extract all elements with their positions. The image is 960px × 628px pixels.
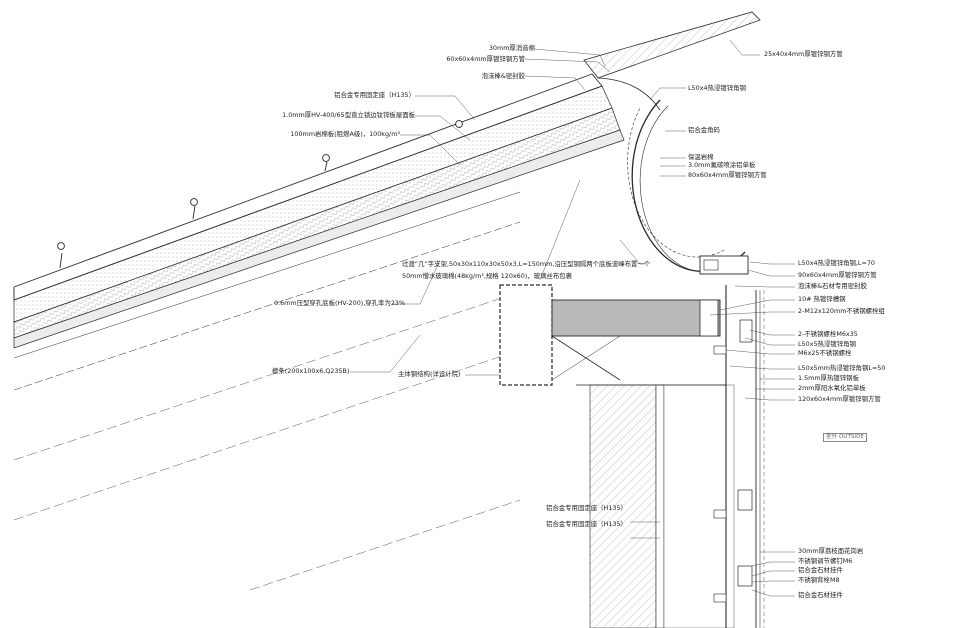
label-glass-wool: 50mm憎水玻璃棉(48kg/m³,规格 120x60)，玻璃丝布包裹	[402, 272, 573, 280]
label-steel-tube-120: 120x60x4mm厚镀锌钢方管	[798, 395, 881, 403]
label-foam-sealant: 泡沫棒&密封胶	[481, 72, 525, 80]
label-titanium-zinc-panel: 1.0mm厚HV-400/65型直立锁边钛锌板屋面板	[282, 111, 415, 119]
label-channel-steel: 10# 热镀锌槽钢	[798, 295, 846, 303]
label-stone-sealant: 泡沫棒&石材专用密封胶	[798, 282, 867, 290]
leader-lines	[350, 39, 795, 597]
label-fixing-seat-1: 铝合金专用固定座（H135）	[546, 504, 627, 512]
label-stone-hanger-1: 铝合金石材挂件	[798, 566, 843, 574]
label-steel-tube-60: 60x60x4mm厚镀锌钢方管	[446, 55, 525, 63]
label-angle-l50x5: L50x5热浸镀锌角钢	[798, 340, 856, 348]
label-bolt-m12: 2-M12x120mm不锈钢螺栓组	[798, 307, 885, 315]
label-rock-wool: 100mm岩棉板(阻燃A级)，100kg/m³	[290, 130, 400, 138]
standing-seams	[57, 120, 463, 269]
perforated-base-layer	[13, 129, 625, 349]
eave-curve	[583, 11, 761, 275]
outside-tag: 室外 OUTSIDE	[823, 433, 867, 442]
label-angle-l50: L50x5mm热浸镀锌角钢L=50	[798, 364, 886, 372]
label-granite: 30mm厚荔枝面花岗岩	[798, 547, 864, 555]
label-fixing-seat-2: 铝合金专用固定座（H135）	[546, 520, 627, 528]
label-back-bolt: 不锈钢背栓M8	[798, 576, 840, 584]
label-anodized-panel: 2mm厚阳水氧化铝单板	[798, 384, 866, 392]
label-fixing-seat-top: 铝合金专用固定座（H135）	[334, 91, 415, 99]
label-angle-l50x4: L50x4热浸镀锌角钢	[688, 84, 746, 92]
label-galvanized-plate: 1.5mm厚热镀锌钢板	[798, 374, 859, 382]
label-aluminum-panel-3mm: 3.0mm氟碳喷涂铝单板	[688, 161, 756, 169]
label-stone-hanger-2: 铝合金石材挂件	[798, 591, 843, 599]
label-main-steel: 主体钢结构(详设计院)	[398, 370, 461, 378]
roof-assembly	[13, 73, 625, 591]
label-sound-absorbing-cotton: 30mm厚消音棉	[488, 44, 535, 52]
wall-section	[576, 285, 765, 628]
label-transition-bracket: 过渡“几”字支架,50x30x110x30x50x3,L=150mm,沿压型钢隔…	[402, 260, 651, 268]
label-steel-tube-80: 80x60x4mm厚镀锌钢方管	[688, 171, 767, 179]
label-insulation-wool: 保温岩棉	[688, 153, 714, 161]
main-steel-structure	[499, 284, 721, 386]
label-aluminum-corner: 铝合金角码	[688, 126, 720, 134]
label-steel-tube-90: 90x60x4mm厚镀锌钢方管	[798, 271, 877, 279]
label-adjusting-screw: 不锈钢调节螺钉M6	[798, 557, 853, 565]
label-bolt-m6x35: 2-不锈钢螺栓M6x35	[798, 330, 858, 338]
label-angle-l70: L50x4热浸镀锌角钢,L=70	[798, 259, 875, 267]
label-steel-tube-25: 25x40x4mm厚镀锌钢方管	[764, 50, 843, 58]
label-purlin: 檩条(200x100x6,Q235B)	[272, 367, 350, 375]
label-bolt-m6x25: M6x25不锈钢螺栓	[798, 349, 852, 357]
label-perforated-base: 0.6mm压型穿孔底板(HV-200),穿孔率为23%	[274, 299, 406, 307]
